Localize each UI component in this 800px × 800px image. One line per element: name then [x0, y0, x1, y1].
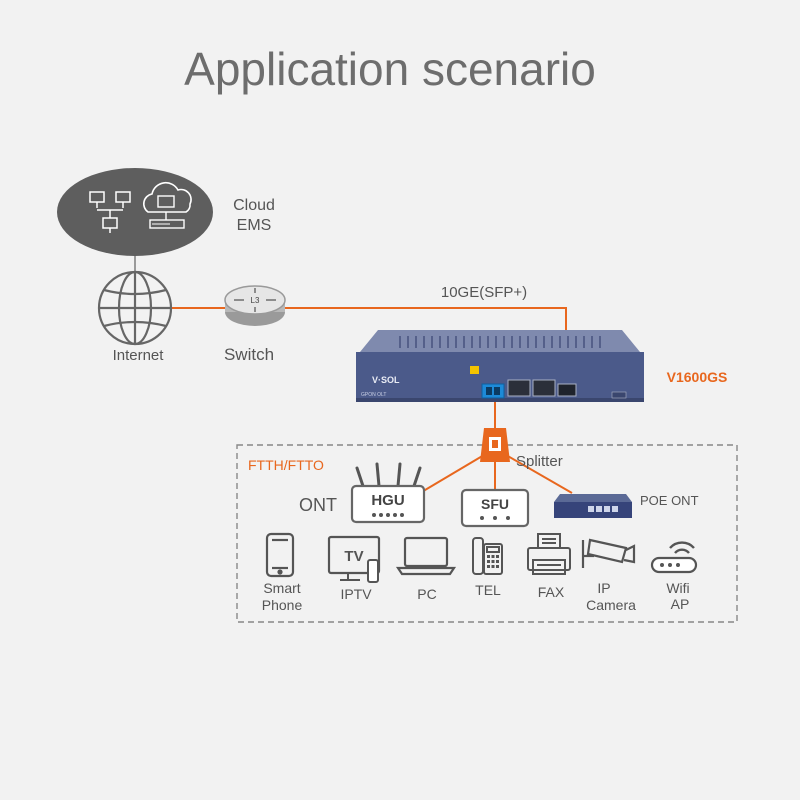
splitter-hgu-link: [419, 454, 485, 494]
tv-screen-text: TV: [344, 548, 363, 565]
console-port: [611, 391, 627, 399]
ethernet-port-1: [507, 379, 531, 397]
olt-brand-logo: V·SOL: [372, 375, 400, 385]
device-label-tel: TEL: [475, 582, 501, 598]
device-label-iptv: IPTV: [340, 586, 372, 602]
splitter-label: Splitter: [516, 453, 563, 470]
iptv-icon: TV: [327, 535, 381, 583]
olt-model-label: V1600GS: [667, 369, 728, 385]
area-label: FTTH/FTTO: [248, 457, 324, 473]
olt-device: V·SOL GPON OLT: [356, 330, 644, 402]
switch-icon: L3: [224, 285, 286, 326]
hgu-router-icon: HGU: [350, 462, 426, 524]
internet-globe-icon: [97, 270, 173, 346]
cloud-ems-group: [57, 168, 213, 256]
monitor-icon: [89, 191, 131, 233]
device-label-camera-2: Camera: [586, 597, 636, 613]
poe-ont-device: [554, 494, 632, 518]
device-label-pc: PC: [417, 586, 436, 602]
hgu-label: HGU: [371, 492, 404, 509]
device-label-phone-1: Smart: [263, 580, 300, 596]
laptop-icon: [395, 536, 457, 576]
device-label-fax: FAX: [538, 584, 565, 600]
sfu-label: SFU: [481, 496, 509, 512]
warning-icon: [470, 366, 479, 374]
internet-label: Internet: [113, 347, 165, 364]
device-label-wifi-2: AP: [671, 596, 690, 612]
wifi-ap-icon: [650, 541, 698, 574]
ont-label: ONT: [299, 495, 337, 515]
cloud-server-icon: [143, 181, 192, 229]
cloud-label-line1: Cloud: [233, 197, 275, 214]
switch-label: Switch: [224, 345, 274, 364]
splitter-icon: [480, 428, 510, 462]
uplink-label: 10GE(SFP+): [441, 284, 527, 301]
fax-icon: [527, 533, 571, 575]
sfp-port: [557, 383, 577, 397]
cloud-ems-shape: [57, 168, 213, 256]
pon-port: [481, 383, 505, 399]
device-label-wifi-1: Wifi: [666, 580, 689, 596]
poe-ont-label: POE ONT: [640, 493, 699, 508]
switch-l3-badge: L3: [251, 296, 260, 305]
ethernet-port-2: [532, 379, 556, 397]
page-title: Application scenario: [184, 43, 596, 95]
olt-type-text: GPON OLT: [361, 392, 386, 398]
smartphone-icon: [265, 532, 295, 578]
sfu-device-icon: SFU: [460, 488, 530, 528]
splitter-poe-link: [505, 454, 573, 494]
telephone-icon: [472, 537, 503, 575]
ip-camera-icon: [581, 538, 636, 568]
device-label-camera-1: IP: [597, 580, 610, 596]
cloud-label-line2: EMS: [237, 217, 272, 234]
device-label-phone-2: Phone: [262, 597, 303, 613]
olt-vents: [399, 336, 601, 348]
olt-top-panel: [360, 330, 640, 352]
